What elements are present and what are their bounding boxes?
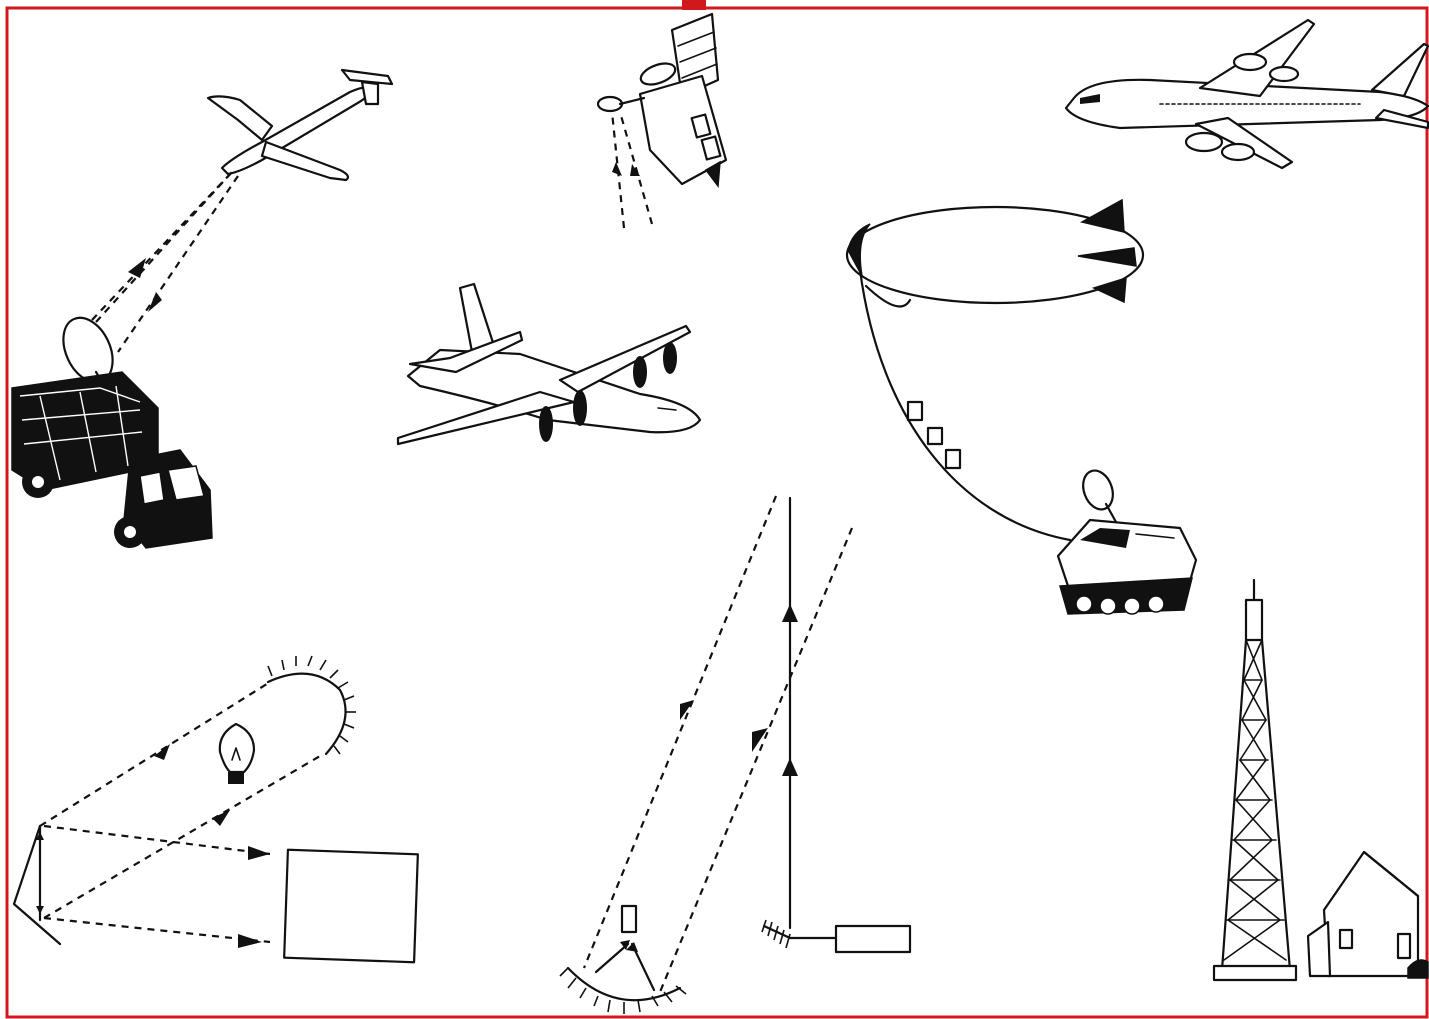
transmission-tower — [1214, 580, 1296, 980]
jumbo-jet — [1066, 20, 1428, 168]
laser-beams — [40, 682, 320, 948]
radar-truck — [12, 310, 212, 548]
retro-reflector — [560, 906, 686, 1014]
house — [1308, 852, 1428, 978]
laser-instrument — [14, 826, 60, 944]
glider — [208, 70, 392, 180]
receiver-box — [762, 920, 910, 952]
satellite — [598, 14, 726, 228]
light-bulb — [220, 724, 254, 784]
ground-vehicle — [1058, 466, 1196, 614]
transport-plane — [398, 284, 700, 444]
concave-mirror — [268, 656, 356, 754]
target-panel — [284, 850, 418, 962]
figure-top-marker — [682, 0, 706, 10]
